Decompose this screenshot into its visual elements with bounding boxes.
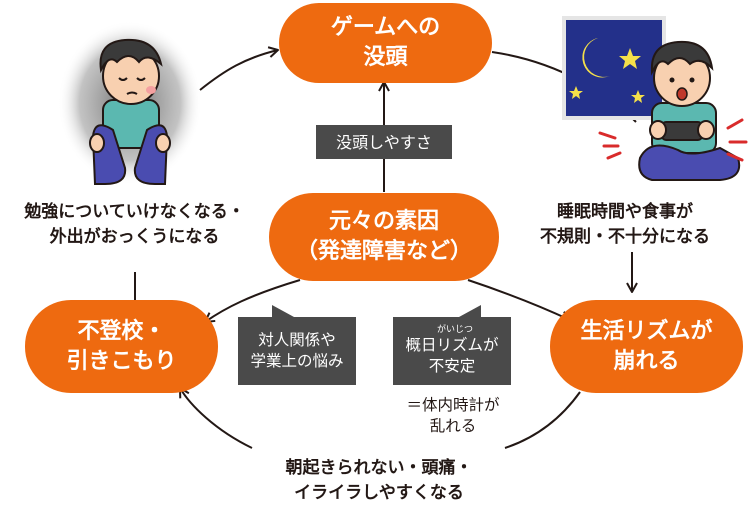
gaming-boy-night-icon	[562, 16, 748, 181]
node-school-refusal: 不登校・ 引きこもり	[25, 300, 218, 393]
arrow-center-to-left	[204, 279, 301, 323]
tag-prone-to-immersion: 没頭しやすさ	[316, 125, 452, 159]
node-underlying-factor: 元々の素因 （発達障害など）	[269, 193, 499, 281]
label-body-clock-disturbed: ＝体内時計が 乱れる	[406, 396, 500, 435]
label-falling-behind-staying-in: 勉強についていけなくなる・ 外出がおっくうになる	[24, 202, 245, 247]
label-morning-headache-irritable: 朝起きられない・頭痛・ イライラしやすくなる	[285, 458, 473, 503]
arrow-right-to-bottom	[504, 391, 581, 449]
tag-social-academic-worries: 対人関係や 学業上の悩み	[238, 305, 356, 385]
arrow-bottom-to-left	[179, 387, 253, 449]
node-rhythm-disrupted: 生活リズムが 崩れる	[550, 300, 743, 393]
sad-boy-icon	[58, 21, 200, 185]
tag-circadian-unstable: がいじつ 概日リズムが 不安定	[393, 305, 511, 385]
node-game-immersion: ゲームへの 没頭	[279, 3, 492, 83]
ruby-gaijitsu: がいじつ	[436, 324, 473, 335]
label-sleep-meals-irregular: 睡眠時間や食事が 不規則・不十分になる	[540, 202, 710, 247]
arrow-center-to-right	[467, 279, 571, 322]
arrow-left-to-top	[199, 46, 279, 91]
